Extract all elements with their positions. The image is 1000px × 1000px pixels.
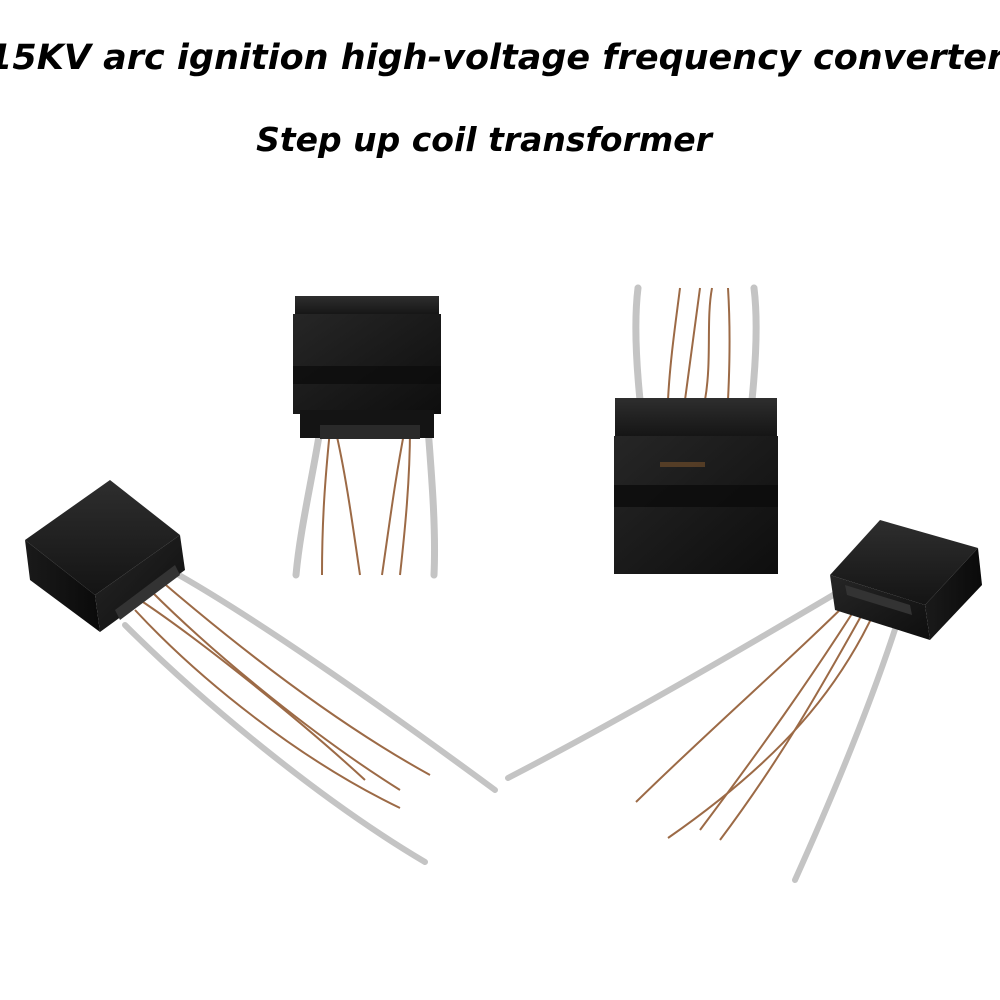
product-title-line2: Step up coil transformer <box>256 120 712 159</box>
transformer-top-center <box>292 296 441 579</box>
transformer-left <box>25 480 498 865</box>
product-title-line1: 15KV arc ignition high-voltage frequency… <box>0 38 1000 78</box>
transformer-top-right <box>614 284 778 574</box>
transformer-right <box>505 520 982 883</box>
